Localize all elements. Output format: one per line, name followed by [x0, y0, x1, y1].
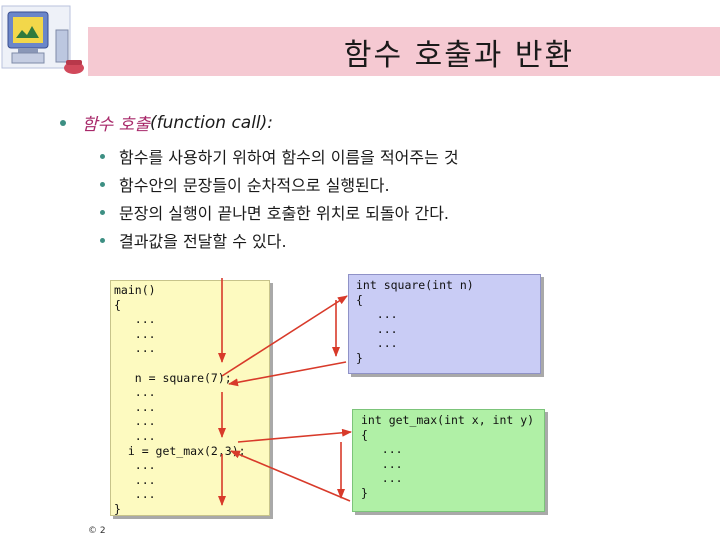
get-max-code-panel: int get_max(int x, int y) { ... ... ... …	[352, 409, 545, 512]
list-item: 문장의 실행이 끝나면 호출한 위치로 되돌아 간다.	[100, 198, 459, 226]
bullet-dot-icon	[100, 181, 105, 187]
sub-bullet-list: 함수를 사용하기 위하여 함수의 이름을 적어주는 것 함수안의 문장들이 순차…	[100, 142, 459, 254]
sub-bullet-text: 함수안의 문장들이 순차적으로 실행된다.	[119, 176, 390, 195]
page-number: © 2	[88, 526, 106, 536]
list-item: 함수를 사용하기 위하여 함수의 이름을 적어주는 것	[100, 142, 459, 170]
bullet-dot-icon	[100, 237, 105, 243]
main-bullet-paren: (function call):	[149, 112, 274, 133]
square-code-panel: int square(int n) { ... ... ... }	[348, 274, 541, 374]
list-item: 함수안의 문장들이 순차적으로 실행된다.	[100, 170, 459, 198]
sub-bullet-text: 문장의 실행이 끝나면 호출한 위치로 되돌아 간다.	[119, 204, 450, 223]
bullet-dot-icon	[100, 209, 105, 215]
bullet-dot-icon	[60, 119, 66, 126]
sub-bullet-text: 함수를 사용하기 위하여 함수의 이름을 적어주는 것	[119, 148, 459, 167]
list-item: 결과값을 전달할 수 있다.	[100, 226, 459, 254]
main-code-panel: main() { ... ... ... n = square(7); ... …	[110, 280, 270, 516]
main-bullet: 함수 호출 (function call):	[60, 110, 273, 135]
computer-with-telephone-icon	[1, 5, 84, 74]
bullet-dot-icon	[100, 153, 105, 159]
title-bar: 함수 호출과 반환	[88, 27, 720, 76]
main-bullet-term: 함수 호출	[82, 115, 150, 135]
slide-title: 함수 호출과 반환	[343, 37, 575, 73]
sub-bullet-text: 결과값을 전달할 수 있다.	[119, 232, 287, 251]
